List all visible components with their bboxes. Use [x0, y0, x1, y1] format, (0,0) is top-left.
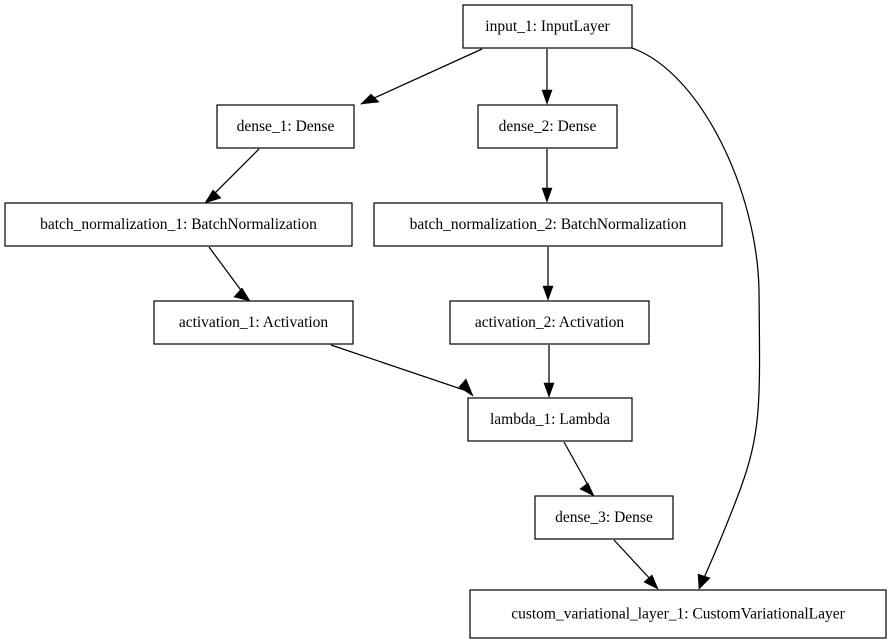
node-box: [449, 300, 650, 345]
edge-input_1-dense_1: [360, 48, 483, 105]
edge-dense_3-custom_variational_layer_1: [613, 539, 659, 590]
edge-line: [360, 48, 483, 105]
node-label: input_1: InputLayer: [485, 18, 610, 35]
arrow-head-icon: [643, 574, 659, 590]
arrow-head-icon: [360, 93, 380, 105]
node-label: lambda_1: Lambda: [490, 411, 610, 428]
node-box: [153, 300, 354, 345]
node-box: [373, 202, 723, 247]
edge-dense_2-batch_normalization_2: [541, 149, 553, 203]
edge-line: [631, 47, 761, 581]
edge-layer: [204, 47, 761, 590]
graph-node-batch_normalization_1[interactable]: batch_normalization_1: BatchNormalizatio…: [4, 202, 353, 247]
edge-line: [211, 148, 260, 197]
arrow-head-icon: [233, 287, 251, 302]
node-box: [477, 104, 618, 149]
arrow-head-icon: [542, 285, 554, 301]
node-box: [469, 589, 887, 639]
edge-activation_2-lambda_1: [543, 345, 555, 398]
node-label: dense_2: Dense: [499, 118, 597, 135]
edge-input_1-dense_2: [541, 49, 553, 105]
arrow-head-icon: [541, 89, 553, 105]
graph-node-dense_3[interactable]: dense_3: Dense: [534, 495, 674, 540]
edge-activation_1-lambda_1: [330, 344, 474, 397]
node-box: [4, 202, 353, 247]
graph-node-activation_1[interactable]: activation_1: Activation: [153, 300, 354, 345]
edge-batch_normalization_1-activation_1: [208, 246, 251, 302]
graph-node-dense_2[interactable]: dense_2: Dense: [477, 104, 618, 149]
edge-line: [613, 539, 653, 582]
arrow-head-icon: [697, 573, 711, 590]
graph-node-input_1[interactable]: input_1: InputLayer: [462, 4, 633, 49]
arrow-head-icon: [458, 378, 474, 397]
edge-line: [563, 441, 590, 488]
node-label: activation_1: Activation: [179, 314, 329, 331]
node-label: batch_normalization_2: BatchNormalizatio…: [410, 216, 687, 233]
node-layer: input_1: InputLayer dense_1: Dense dense_2…: [4, 4, 887, 639]
arrow-head-icon: [579, 482, 595, 497]
node-box: [462, 4, 633, 49]
node-label: dense_1: Dense: [237, 118, 335, 135]
graph-node-batch_normalization_2[interactable]: batch_normalization_2: BatchNormalizatio…: [373, 202, 723, 247]
node-box: [534, 495, 674, 540]
node-label: dense_3: Dense: [555, 509, 653, 526]
edge-batch_normalization_2-activation_2: [542, 247, 554, 301]
node-label: batch_normalization_1: BatchNormalizatio…: [40, 216, 317, 233]
node-box: [216, 104, 355, 149]
edge-lambda_1-dense_3: [563, 441, 595, 497]
edge-line: [330, 344, 465, 391]
node-label: activation_2: Activation: [475, 314, 625, 331]
node-label: custom_variational_layer_1: CustomVariat…: [511, 606, 845, 623]
node-box: [467, 397, 633, 442]
graph-node-lambda_1[interactable]: lambda_1: Lambda: [467, 397, 633, 442]
arrow-head-icon: [541, 187, 553, 203]
arrow-head-icon: [543, 382, 555, 398]
graph-node-custom_variational_layer_1[interactable]: custom_variational_layer_1: CustomVariat…: [469, 589, 887, 639]
arrow-head-icon: [204, 189, 222, 204]
graph-node-activation_2[interactable]: activation_2: Activation: [449, 300, 650, 345]
edge-input_1-custom_variational_layer_1: [631, 47, 761, 590]
edge-dense_1-batch_normalization_1: [204, 148, 260, 204]
graph-node-dense_1[interactable]: dense_1: Dense: [216, 104, 355, 149]
edge-line: [208, 246, 244, 294]
